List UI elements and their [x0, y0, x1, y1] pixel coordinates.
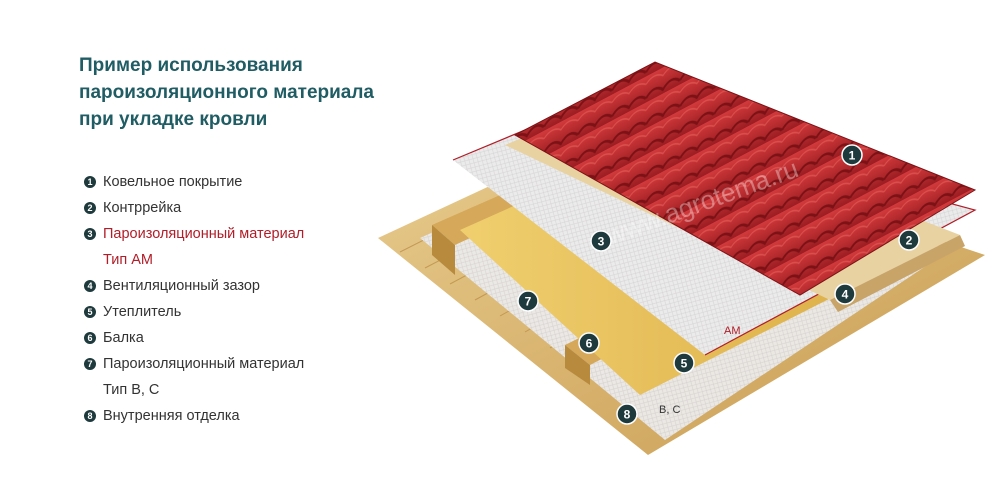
legend-item-1: 1 Ковельное покрытие [84, 172, 304, 198]
marker-7: 7 [517, 290, 539, 312]
legend-item-4: 4 Вентиляционный зазор [84, 276, 304, 302]
label-am: АМ [724, 325, 741, 337]
legend-item-text: Контррейка [103, 200, 182, 216]
legend-item-3: 3 Пароизоляционный материал Тип АМ [84, 224, 304, 276]
legend-item-text: Ковельное покрытие [103, 174, 243, 190]
metal-tile-roofing-layer [513, 61, 977, 296]
legend-number-badge: 3 [84, 228, 96, 240]
marker-7-number: 7 [525, 295, 532, 309]
marker-6-number: 6 [586, 337, 593, 351]
legend-item-5: 5 Утеплитель [84, 302, 304, 328]
marker-3: 3 [590, 230, 612, 252]
legend-item-text: Балка [103, 330, 144, 346]
page-title: Пример использования пароизоляционного м… [79, 52, 439, 133]
marker-6: 6 [578, 332, 600, 354]
marker-3-number: 3 [598, 235, 605, 249]
legend-number-badge: 1 [84, 176, 96, 188]
legend-item-text: Вентиляционный зазор [103, 278, 260, 294]
marker-1: 1 [841, 144, 863, 166]
legend-item-text: Пароизоляционный материал [103, 226, 305, 242]
marker-5-number: 5 [681, 357, 688, 371]
legend-number-badge: 2 [84, 202, 96, 214]
legend-item-6: 6 Балка [84, 328, 304, 354]
legend-item-text: Утеплитель [103, 304, 182, 320]
legend-item-7: 7 Пароизоляционный материал Тип В, С [84, 354, 304, 406]
legend-item-text: Внутренняя отделка [103, 408, 240, 424]
legend-item-subtext: Тип АМ [103, 252, 153, 268]
marker-4-number: 4 [842, 288, 849, 302]
marker-5: 5 [673, 352, 695, 374]
marker-8: 8 [616, 403, 638, 425]
legend-number-badge: 7 [84, 358, 96, 370]
legend-item-2: 2 Контррейка [84, 198, 304, 224]
title-line-3: при укладке кровли [79, 109, 268, 130]
marker-2: 2 [898, 229, 920, 251]
legend-item-subtext: Тип В, С [103, 382, 160, 398]
marker-4: 4 [834, 283, 856, 305]
marker-1-number: 1 [849, 149, 856, 163]
legend-item-text: Пароизоляционный материал [103, 356, 305, 372]
legend-number-badge: 8 [84, 410, 96, 422]
legend-item-8: 8 Внутренняя отделка [84, 406, 304, 432]
legend-number-badge: 4 [84, 280, 96, 292]
marker-2-number: 2 [906, 234, 913, 248]
marker-8-number: 8 [624, 408, 631, 422]
legend-number-badge: 5 [84, 306, 96, 318]
layer-legend: 1 Ковельное покрытие 2 Контррейка 3 Паро… [84, 172, 304, 432]
label-bc: В, С [659, 404, 680, 416]
legend-number-badge: 6 [84, 332, 96, 344]
title-line-1: Пример использования [79, 55, 303, 76]
title-line-2: пароизоляционного материала [79, 82, 375, 103]
